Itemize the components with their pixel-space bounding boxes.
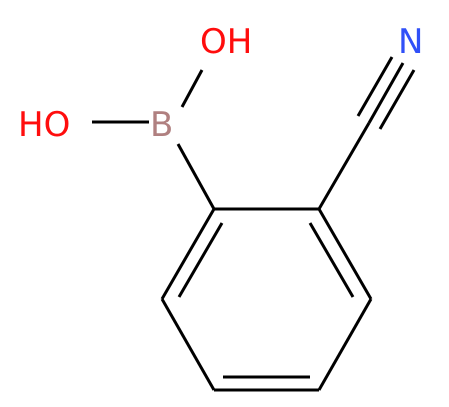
atom-label-nitrogen: N (398, 22, 423, 62)
ring-bond-upper-right (317, 208, 373, 300)
bond-ring-to-nitrile (317, 122, 371, 210)
ring-bond-lower-left (160, 298, 216, 391)
nitrile-triple-bond-right (378, 69, 416, 130)
ring-inner-bond-upper-left (177, 222, 224, 298)
atom-label-ho-left: HO (18, 105, 70, 145)
bond-ring-to-boron (176, 143, 216, 210)
ring-bond-lower-right (317, 298, 373, 391)
bond-boron-to-oh-top (180, 69, 204, 108)
nitrile-triple-bond-center (367, 62, 405, 124)
ring-bond-upper-left (160, 208, 216, 300)
atom-label-boron: B (150, 105, 173, 145)
atom-label-oh-top: OH (200, 22, 252, 62)
ring-inner-bond-upper-right (308, 222, 355, 298)
nitrile-triple-bond-left (356, 56, 394, 117)
